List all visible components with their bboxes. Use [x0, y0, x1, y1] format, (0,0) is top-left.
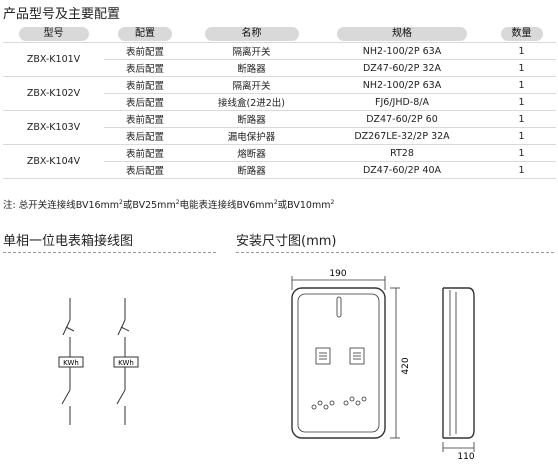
model-cell: ZBX-K102V: [3, 77, 104, 111]
meter-label-2: KWh: [118, 359, 134, 367]
note-sup-2: 2: [175, 198, 180, 206]
wiring-note: 注: 总开关连接线BV16mm2或BV25mm2电能表连接线BV6mm2或BV1…: [3, 197, 334, 211]
table-cell: 断路器: [186, 162, 317, 179]
model-cell: ZBX-K104V: [3, 145, 104, 179]
table-cell: 接线盒(2进2出): [186, 94, 317, 111]
table-cell: 1: [487, 128, 556, 145]
table-cell: 表后配置: [104, 60, 186, 77]
page-title: 产品型号及主要配置: [3, 7, 121, 22]
wiring-diagram: KWh KWh: [58, 298, 139, 425]
table-header-label: 型号: [18, 27, 89, 41]
table-cell: 1: [487, 111, 556, 128]
wiring-divider: [3, 252, 216, 253]
table-cell: 1: [487, 94, 556, 111]
table-cell: 1: [487, 145, 556, 162]
table-cell: NH2-100/2P 63A: [317, 43, 487, 60]
installation-drawing: 190 420 110: [291, 269, 475, 462]
wiring-diagram-title: 单相一位电表箱接线图: [3, 234, 134, 249]
model-cell: ZBX-K101V: [3, 43, 104, 77]
table-cell: 表前配置: [104, 111, 186, 128]
note-text-1: 注: 总开关连接线BV16mm: [3, 200, 120, 211]
table-header-cell: 数量: [487, 26, 556, 43]
table-header-cell: 名称: [186, 26, 317, 43]
note-text-4: 或BV10mm: [277, 200, 331, 211]
depth-dimension: 110: [457, 452, 474, 462]
table-header-label: 数量: [500, 27, 543, 41]
table-cell: 隔离开关: [186, 43, 317, 60]
table-cell: 1: [487, 77, 556, 94]
table-cell: 1: [487, 60, 556, 77]
table-cell: 1: [487, 43, 556, 60]
table-cell: 隔离开关: [186, 77, 317, 94]
table-header-label: 名称: [204, 27, 299, 41]
table-header-label: 规格: [337, 27, 467, 41]
table-cell: 熔断器: [186, 145, 317, 162]
table-cell: 表后配置: [104, 94, 186, 111]
table-cell: 1: [487, 162, 556, 179]
table-cell: DZ47-60/2P 32A: [317, 60, 487, 77]
table-cell: FJ6/JHD-8/A: [317, 94, 487, 111]
table-cell: NH2-100/2P 63A: [317, 77, 487, 94]
table-cell: 表前配置: [104, 145, 186, 162]
note-sup-3: 2: [273, 198, 278, 206]
table-cell: DZ47-60/2P 60: [317, 111, 487, 128]
table-cell: DZ267LE-32/2P 32A: [317, 128, 487, 145]
table-cell: 漏电保护器: [186, 128, 317, 145]
table-cell: 表后配置: [104, 128, 186, 145]
table-header-cell: 配置: [104, 26, 186, 43]
note-text-2: 或BV25mm: [122, 200, 176, 211]
table-cell: 表前配置: [104, 43, 186, 60]
width-dimension: 190: [329, 269, 346, 279]
table-cell: 表前配置: [104, 77, 186, 94]
table-header-row: 型号 配置 名称 规格 数量: [3, 26, 556, 43]
install-diagram-title: 安装尺寸图(mm): [236, 234, 337, 249]
table-cell: RT28: [317, 145, 487, 162]
note-sup-1: 2: [119, 198, 123, 206]
note-text-3: 电能表连接线BV6mm: [179, 200, 274, 211]
table-cell: 断路器: [186, 111, 317, 128]
table-cell: 断路器: [186, 60, 317, 77]
table-cell: DZ47-60/2P 40A: [317, 162, 487, 179]
height-dimension: 420: [401, 357, 411, 374]
table-header-cell: 规格: [317, 26, 487, 43]
install-divider: [236, 252, 554, 253]
model-cell: ZBX-K103V: [3, 111, 104, 145]
meter-label-1: KWh: [63, 359, 79, 367]
table-header-cell: 型号: [3, 26, 104, 43]
table-header-label: 配置: [118, 27, 172, 41]
table-cell: 表后配置: [104, 162, 186, 179]
note-sup-4: 2: [330, 198, 335, 206]
